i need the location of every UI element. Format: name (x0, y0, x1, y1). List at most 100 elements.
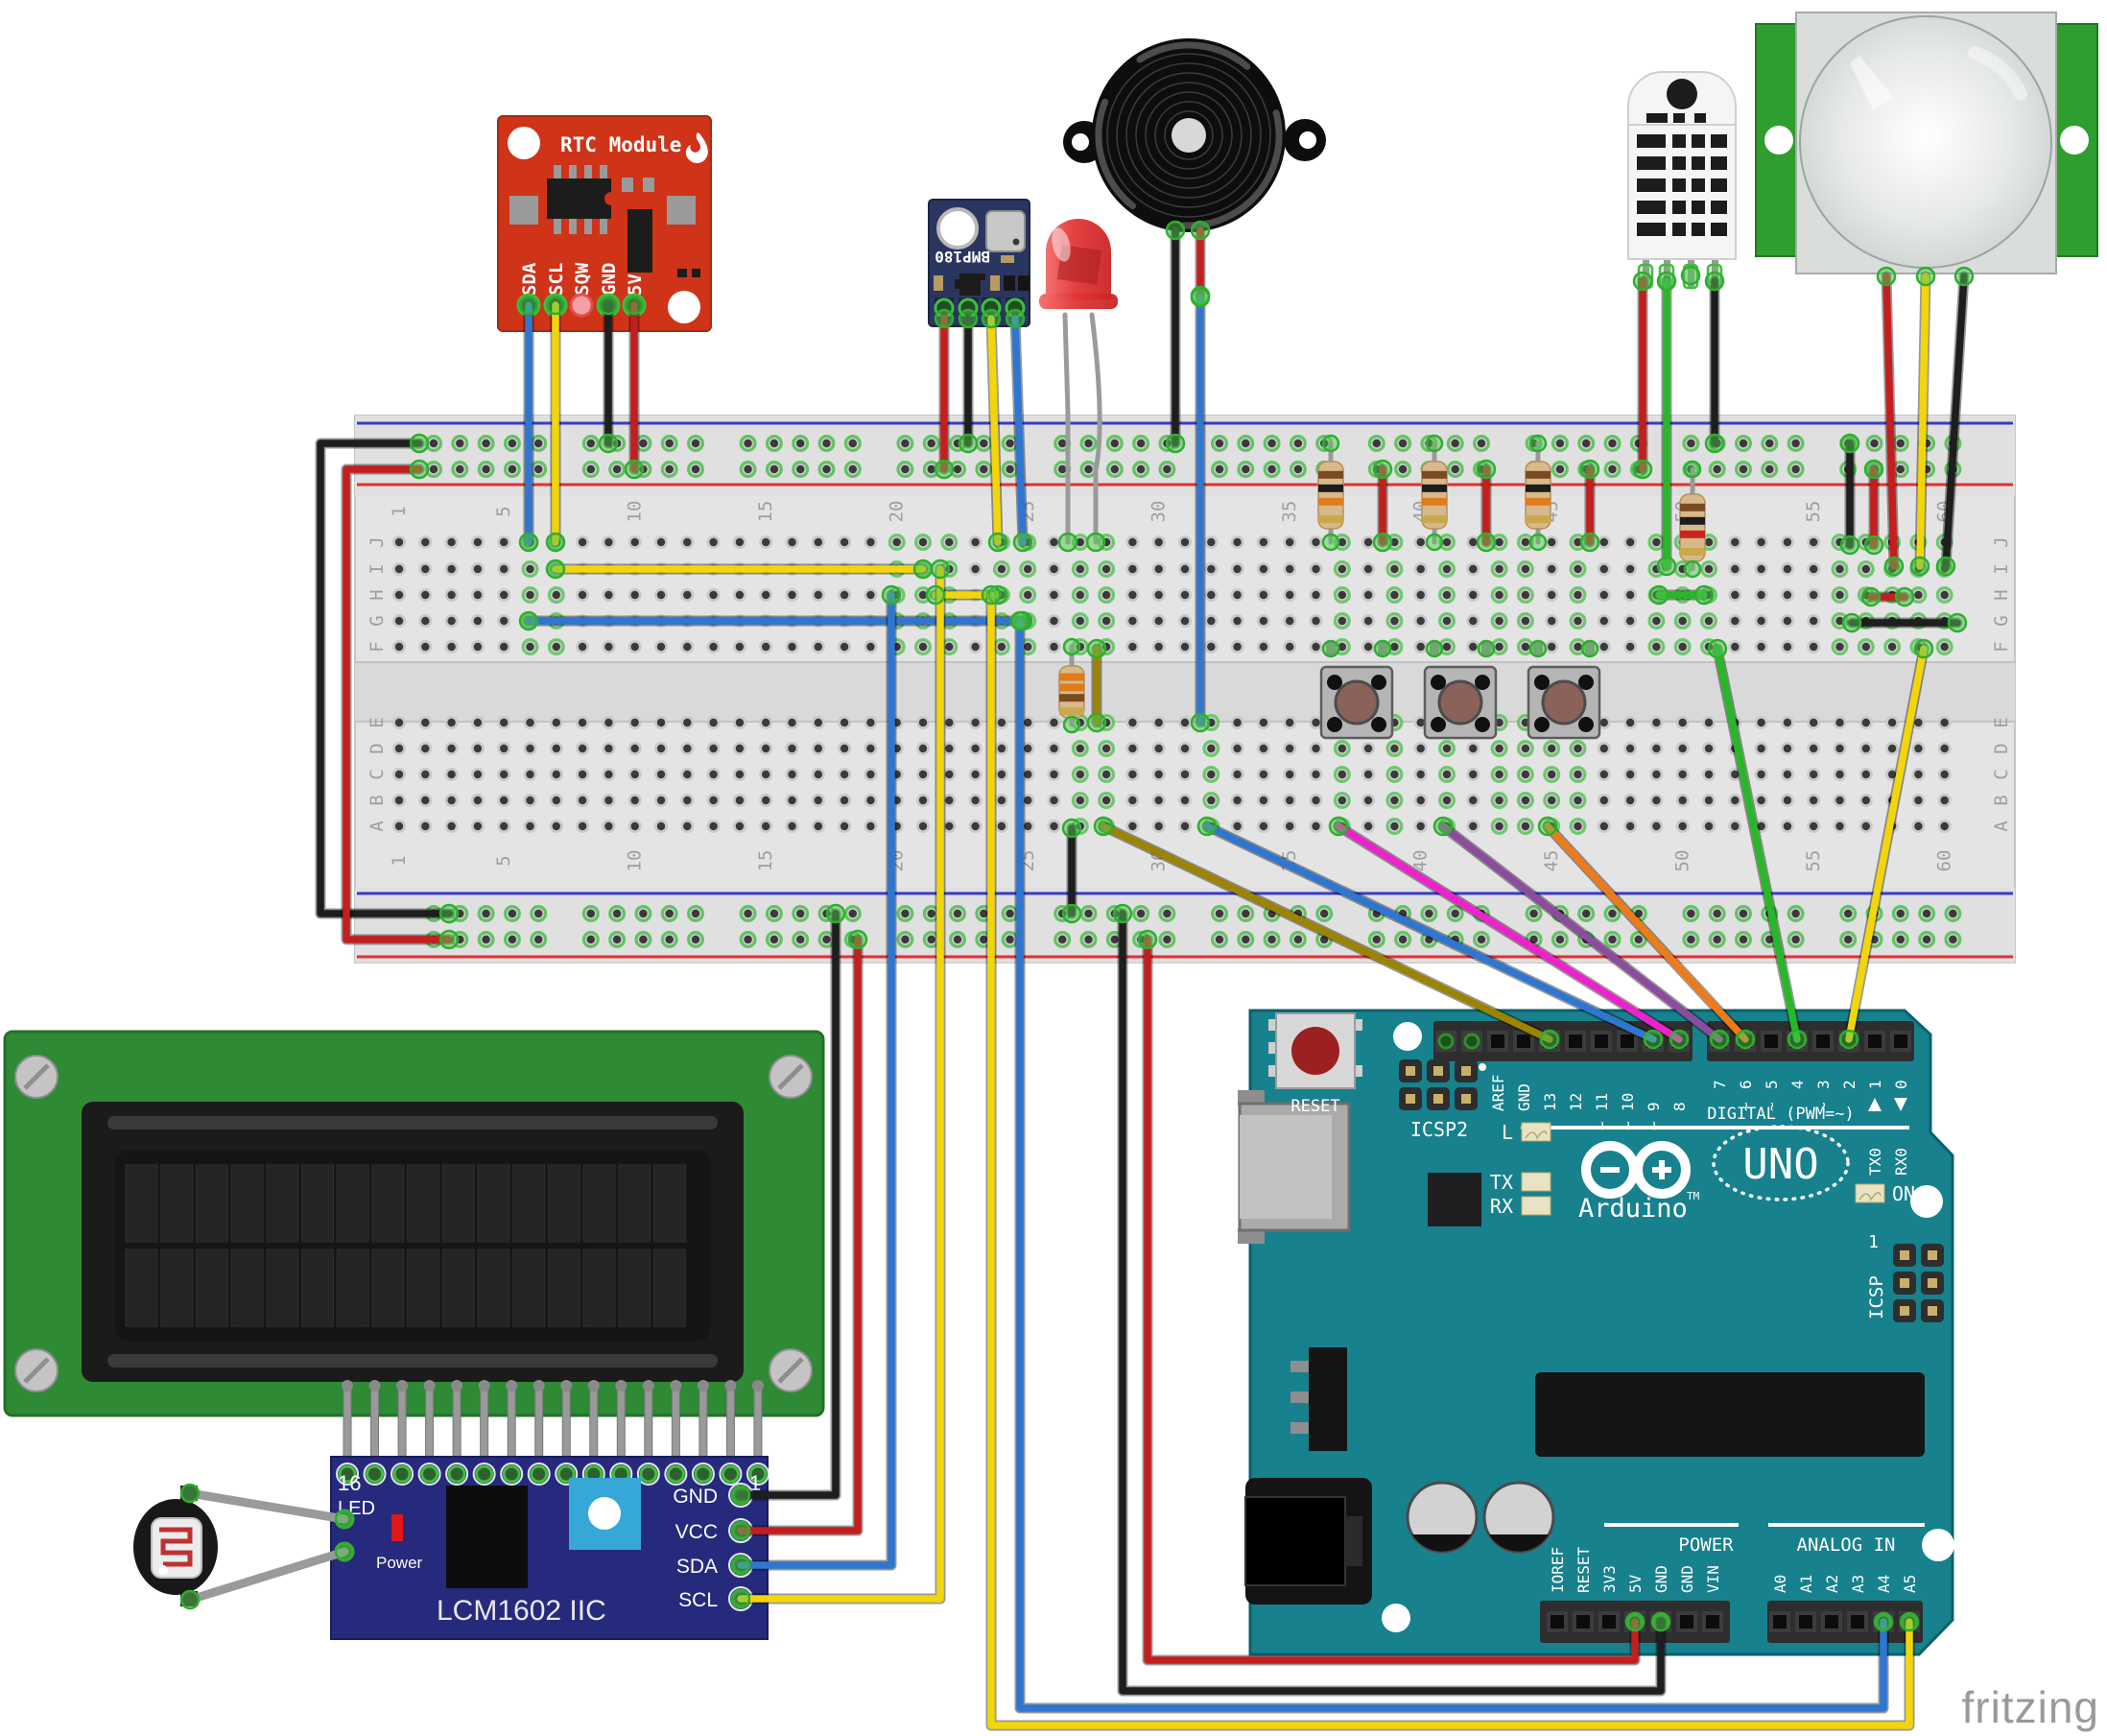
rtc-battery-holder (627, 209, 652, 273)
arduino-pin-label: 0 (1892, 1080, 1910, 1089)
pir-motion-sensor[interactable] (1755, 12, 2098, 274)
rtc-pad (667, 196, 696, 225)
led-tx-label: TX (1490, 1171, 1513, 1194)
yellow-wire[interactable] (1916, 273, 1929, 570)
arduino-pin-label: 5V (1626, 1574, 1645, 1593)
digital-header-2[interactable] (1707, 1021, 1914, 1061)
arduino-uno[interactable]: RESET DIGITAL (PWM=~) ICSP2 L TX RX Ardu… (1238, 1009, 1954, 1656)
black-wire[interactable] (737, 910, 840, 1499)
rtc-mount-hole (668, 291, 700, 323)
mount-hole (1382, 1604, 1410, 1632)
arduino-pin-label: A1 (1797, 1575, 1815, 1593)
rtc-title: RTC Module (560, 133, 681, 156)
breadboard-label: G (367, 615, 388, 626)
arduino-pin-label: 6 (1737, 1080, 1755, 1089)
lcm-side-pin-label: VCC (675, 1521, 718, 1543)
icsp-label: ICSP (1866, 1275, 1887, 1320)
icsp-pin1-label: 1 (1868, 1232, 1879, 1252)
dht-sensor-eye (1667, 79, 1697, 109)
breadboard[interactable]: 1155101015152020252530303535404045455050… (354, 415, 2016, 963)
arduino-pin-label: 3 (1814, 1080, 1833, 1089)
blue-wire[interactable] (1016, 617, 1887, 1712)
push-button[interactable] (1423, 665, 1498, 740)
black-wire[interactable] (1942, 273, 1968, 570)
rtc-ic-chip (547, 165, 618, 234)
breadboard-label: 1 (389, 506, 410, 516)
rtc-pin-label: SQW (572, 262, 593, 296)
breadboard-label: B (367, 795, 388, 805)
yellow-wire[interactable] (737, 565, 944, 1603)
push-button[interactable] (1527, 665, 1601, 740)
breadboard-label: I (1991, 563, 2012, 574)
arduino-pin-label: 11 (1593, 1093, 1611, 1111)
black-wire[interactable] (317, 440, 453, 917)
lcm-title: LCM1602 IIC (437, 1595, 606, 1627)
arduino-pin-label: ~ (1814, 1102, 1833, 1111)
arduino-pin-label: 12 (1567, 1093, 1585, 1111)
breadboard-label: 15 (755, 501, 776, 523)
green-wire[interactable] (1714, 645, 1801, 1043)
blue-wire[interactable] (1203, 822, 1657, 1043)
breadboard-label: D (367, 743, 388, 753)
piezo-buzzer[interactable] (1063, 20, 1326, 251)
purple-wire[interactable] (1439, 822, 1723, 1043)
push-button[interactable] (1319, 665, 1394, 740)
black-wire[interactable] (1119, 910, 1665, 1695)
arduino-pin-label: 5 (1763, 1080, 1781, 1089)
rtc-pin-label: GND (599, 263, 620, 296)
rtc-pin-label: SCL (546, 263, 567, 296)
bmp180-sensor[interactable]: BMP180 (928, 199, 1030, 327)
breadboard-label: F (1991, 641, 2012, 652)
ldr-photoresistor[interactable] (133, 1486, 349, 1606)
pir-dome-lens (1799, 15, 2052, 269)
olive-wire[interactable] (1100, 822, 1553, 1043)
uno-label: UNO (1742, 1140, 1818, 1189)
analog-caption: ANALOG IN (1797, 1534, 1896, 1556)
arduino-logo-icon (1581, 1141, 1691, 1199)
breadboard-label: H (367, 589, 388, 600)
breadboard-label: 10 (625, 850, 646, 872)
red-wire[interactable] (1144, 936, 1639, 1664)
lcm-side-pin-label: GND (673, 1486, 718, 1508)
dht22-sensor[interactable] (1627, 71, 1737, 290)
blue-wire[interactable] (737, 591, 895, 1569)
red-led[interactable] (1039, 219, 1118, 545)
breadboard-label: D (1991, 743, 2012, 753)
yellow-wire[interactable] (987, 315, 1002, 546)
led-l-label: L (1502, 1121, 1513, 1144)
breadboard-label: H (1991, 589, 2012, 600)
breadboard-label: 20 (887, 501, 908, 523)
arduino-pin-label: A3 (1849, 1575, 1867, 1593)
red-wire[interactable] (1882, 273, 1898, 570)
arduino-pin-label: VIN (1704, 1565, 1722, 1593)
arduino-brand: Arduino (1578, 1194, 1688, 1224)
breadboard-label: 5 (493, 855, 514, 866)
arduino-pin-label: ~ (1737, 1102, 1755, 1111)
breadboard-label: 1 (389, 855, 410, 866)
breadboard-label: A (1991, 820, 2012, 832)
arduino-pin-label: RESET (1574, 1546, 1593, 1593)
reset-button[interactable] (1268, 1012, 1362, 1089)
arduino-pin-label: A5 (1901, 1575, 1919, 1593)
yellow-wire[interactable] (1845, 645, 1928, 1043)
red-wire[interactable] (737, 936, 862, 1534)
red-wire[interactable] (343, 465, 453, 943)
blue-wire[interactable] (1011, 315, 1027, 546)
breadboard-label: 45 (1541, 850, 1562, 872)
bmp-mount-hole (936, 207, 979, 250)
arduino-pin-label: ~ (1619, 1121, 1637, 1130)
reset-label: RESET (1290, 1097, 1339, 1116)
lcd-16x2-display[interactable] (3, 1030, 825, 1475)
lcm-pin1-label: 1 (749, 1471, 761, 1495)
bmp-sensor-die (985, 210, 1026, 252)
magenta-wire[interactable] (1335, 822, 1683, 1043)
orange-wire[interactable] (1544, 822, 1749, 1043)
breadboard-label: E (367, 717, 388, 727)
breadboard-label: 30 (1148, 501, 1170, 523)
capacitor (1406, 1481, 1555, 1554)
breadboard-label: 50 (1672, 850, 1693, 872)
yellow-wire[interactable] (987, 591, 1913, 1729)
